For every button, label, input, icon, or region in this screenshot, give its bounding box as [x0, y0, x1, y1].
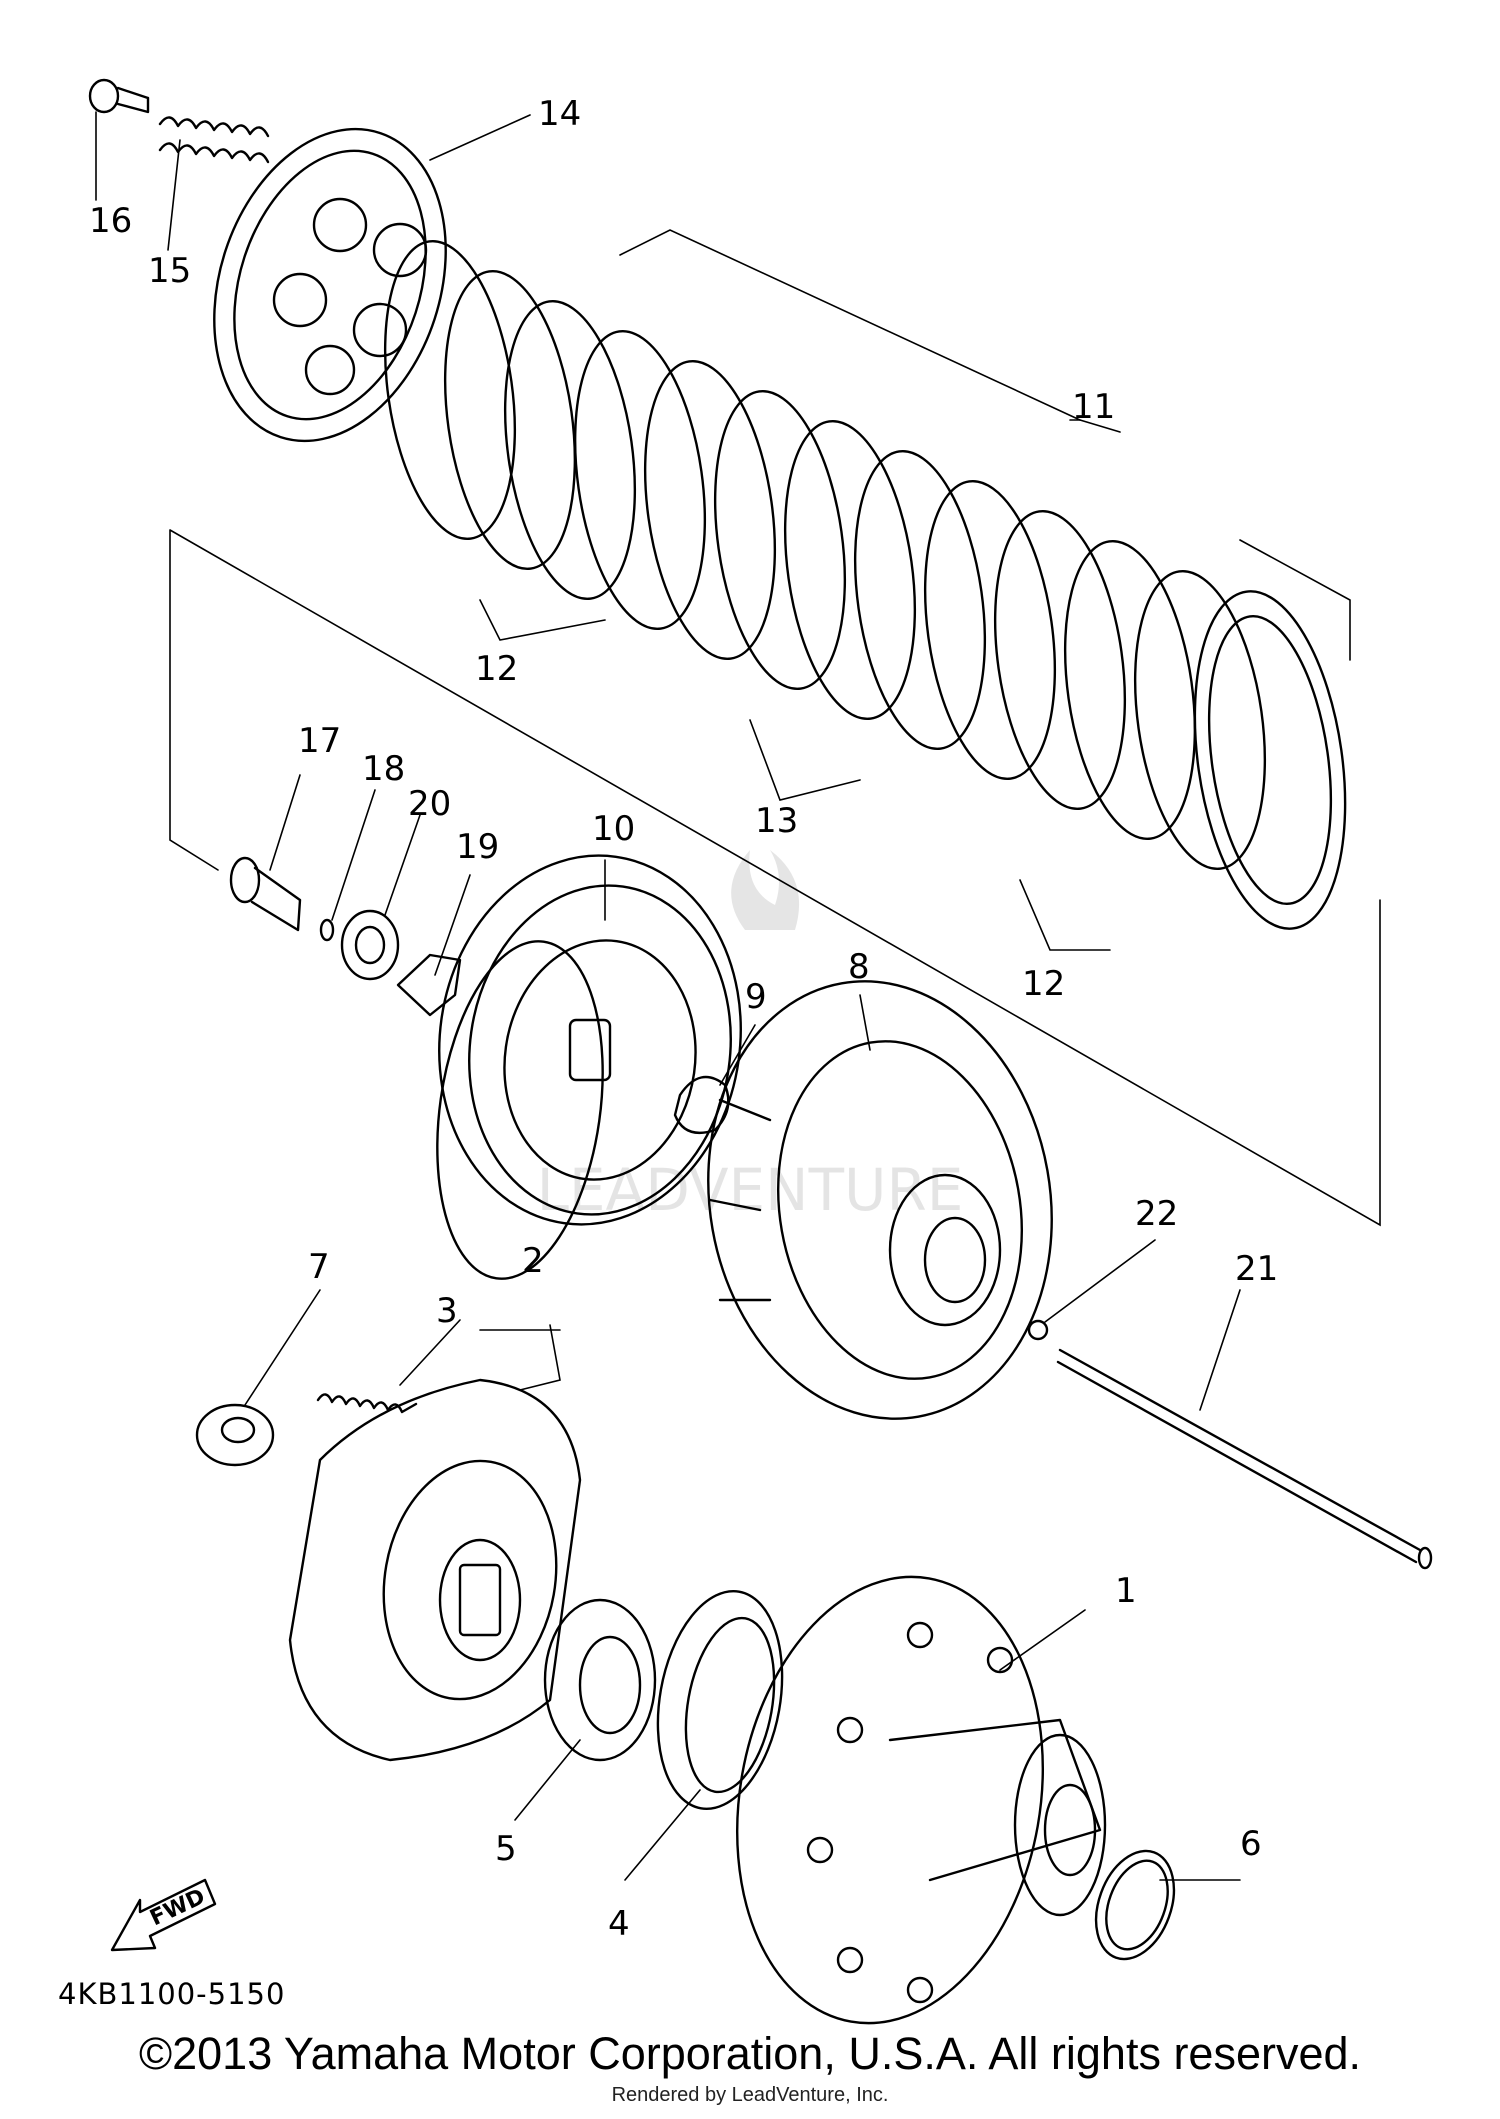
part-3-spring[interactable]	[316, 1393, 418, 1414]
part-17-bolt[interactable]	[229, 856, 302, 932]
callout-15: 15	[148, 251, 191, 291]
leader-lines	[95, 111, 1241, 1881]
callout-5: 5	[495, 1829, 517, 1869]
callout-12-upper: 12	[475, 649, 518, 689]
part-6-o-ring[interactable]	[1082, 1840, 1188, 1970]
callout-19: 19	[456, 827, 499, 867]
callout-13: 13	[755, 801, 798, 841]
bracket-12-upper	[479, 599, 606, 641]
callout-2: 2	[522, 1241, 544, 1281]
diagram-part-code: 4KB1100-5150	[58, 1977, 285, 2011]
part-5-bearing[interactable]	[543, 1598, 657, 1762]
callout-6: 6	[1240, 1824, 1262, 1864]
part-16-bolt[interactable]	[88, 78, 150, 114]
part-19-lock-plate[interactable]	[396, 953, 462, 1017]
callout-20: 20	[408, 784, 451, 824]
part-4-one-way-clutch[interactable]	[642, 1581, 798, 1818]
callout-17: 17	[298, 721, 341, 761]
callout-14: 14	[538, 94, 581, 134]
callout-16: 16	[89, 201, 132, 241]
assembly-outline	[169, 529, 1381, 1227]
bracket-12-lower	[1019, 879, 1111, 951]
callout-22: 22	[1135, 1194, 1178, 1234]
part-20-collar[interactable]	[340, 909, 400, 981]
callout-7: 7	[308, 1247, 330, 1287]
part-14-pressure-plate[interactable]	[176, 99, 484, 471]
part-10-driven-gear[interactable]	[416, 836, 765, 1290]
part-18-washer[interactable]	[319, 918, 335, 942]
callout-labels: 16 15 14 11 12 13 12 17 18 20 19 10 8 9 …	[89, 94, 1278, 1944]
callout-1: 1	[1115, 1571, 1137, 1611]
part-2-clutch-carrier[interactable]	[288, 1378, 582, 1762]
callout-18: 18	[362, 749, 405, 789]
callout-4: 4	[608, 1904, 630, 1944]
callout-9: 9	[745, 977, 767, 1017]
rendered-by-credit: Rendered by LeadVenture, Inc.	[611, 2084, 889, 2106]
fwd-arrow: FWD	[110, 1878, 217, 1952]
part-8-clutch-housing[interactable]	[674, 954, 1085, 1446]
part-22-ball[interactable]	[1027, 1319, 1049, 1341]
part-15-spring[interactable]	[158, 116, 270, 164]
callout-21: 21	[1235, 1249, 1278, 1289]
copyright-notice: ©2013 Yamaha Motor Corporation, U.S.A. A…	[138, 2028, 1362, 2079]
clutch-plate-stack[interactable]	[368, 233, 1365, 939]
part-9-circlip[interactable]	[673, 1075, 730, 1135]
callout-3: 3	[436, 1291, 458, 1331]
bracket-13	[749, 719, 861, 801]
part-21-push-rod[interactable]	[1056, 1348, 1433, 1570]
fwd-label: FWD	[146, 1884, 209, 1931]
callout-10: 10	[592, 809, 635, 849]
part-1-clutch-boss[interactable]	[703, 1552, 1107, 2047]
callout-11: 11	[1072, 387, 1115, 427]
bracket-11	[619, 229, 1351, 661]
callout-12-lower: 12	[1022, 964, 1065, 1004]
callout-8: 8	[848, 947, 870, 987]
part-7-nut[interactable]	[195, 1403, 275, 1467]
